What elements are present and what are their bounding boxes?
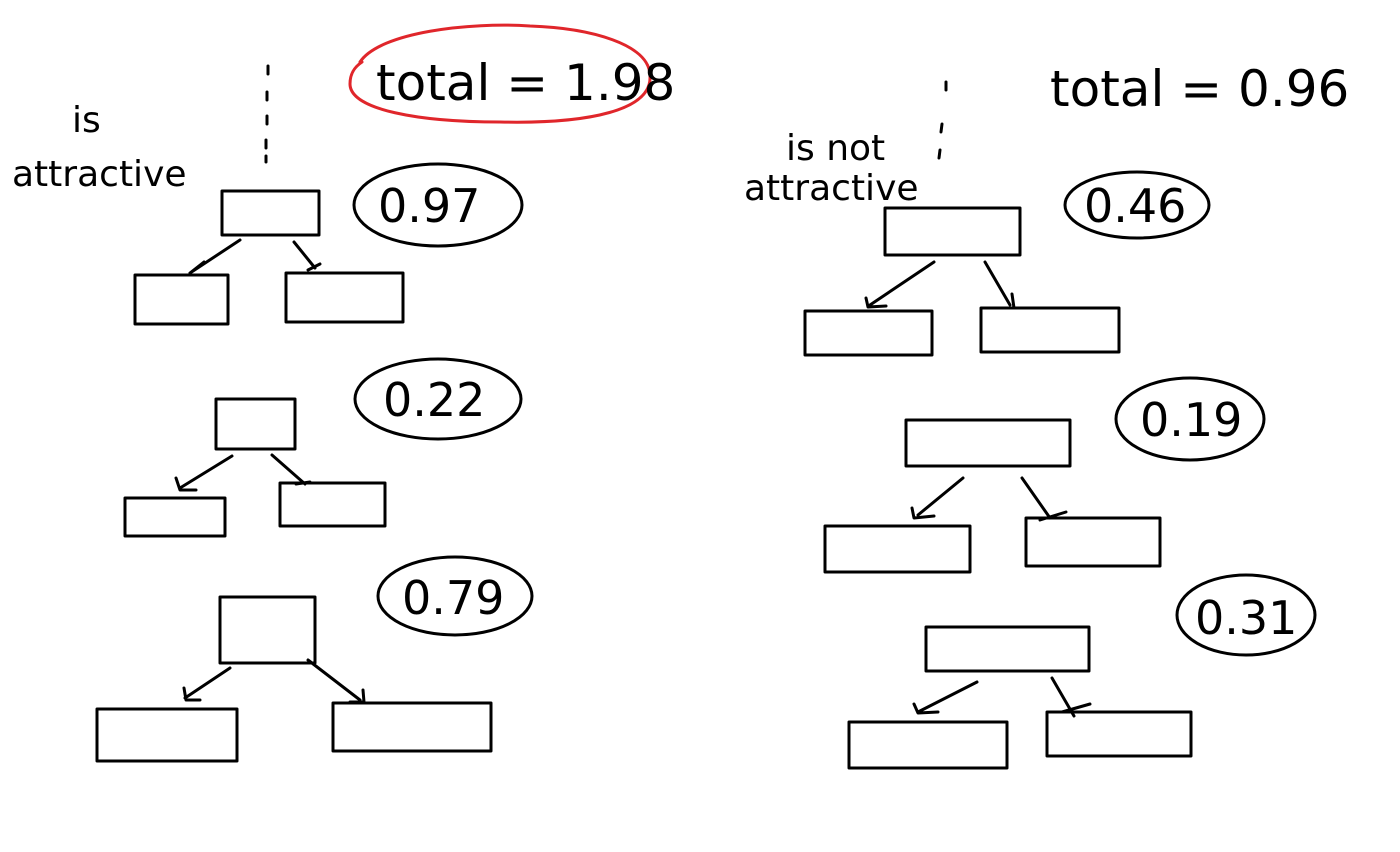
left-tree-2-score: 0.22 bbox=[383, 373, 485, 427]
tree-root-node bbox=[883, 206, 1022, 257]
right-tree-3: 0.31 bbox=[847, 573, 1317, 770]
tree-score-circle bbox=[1063, 170, 1211, 240]
right-tree-2: 0.19 bbox=[823, 376, 1266, 574]
left-label-line2: attractive bbox=[12, 154, 187, 195]
right-total: total = 0.96 bbox=[1050, 60, 1349, 118]
tree-score-circle bbox=[376, 555, 534, 637]
tree-leaf-node-right bbox=[284, 271, 405, 324]
tree-branch-left bbox=[182, 666, 232, 702]
tree-leaf-node-left bbox=[847, 720, 1009, 770]
tree-branch-right bbox=[270, 453, 312, 486]
tree-score-circle bbox=[353, 357, 523, 441]
right-tree-2-score: 0.19 bbox=[1140, 393, 1242, 447]
tree-branch-right bbox=[983, 260, 1016, 310]
tree-branch-right bbox=[292, 240, 322, 272]
tree-root-node bbox=[218, 595, 317, 665]
tree-branch-left bbox=[912, 680, 979, 715]
tree-branch-right bbox=[1020, 476, 1068, 522]
tree-branch-left bbox=[910, 476, 965, 520]
tree-branch-left bbox=[174, 454, 234, 492]
tree-leaf-node-right bbox=[979, 306, 1121, 354]
tree-root-node bbox=[924, 625, 1091, 673]
tree-leaf-node-right bbox=[331, 701, 493, 753]
left-tree-3-score: 0.79 bbox=[402, 571, 504, 625]
right-panel: is not attractive total = 0.96 0.46 bbox=[744, 60, 1349, 770]
tree-root-node bbox=[220, 189, 321, 237]
left-tree-2: 0.22 bbox=[123, 357, 523, 538]
right-total-text: total = 0.96 bbox=[1050, 60, 1349, 118]
left-continuation-dots bbox=[264, 64, 270, 164]
tree-leaf-node-left bbox=[95, 707, 239, 763]
left-total-text: total = 1.98 bbox=[376, 54, 675, 112]
left-total: total = 1.98 bbox=[348, 23, 675, 124]
tree-leaf-node-left bbox=[133, 273, 230, 326]
right-continuation-dots bbox=[937, 80, 948, 160]
tree-score-circle bbox=[1114, 376, 1266, 462]
right-tree-1-score: 0.46 bbox=[1084, 179, 1186, 233]
tree-leaf-node-right bbox=[1024, 516, 1162, 568]
tree-score-circle bbox=[1175, 573, 1317, 657]
tree-branch-left bbox=[188, 238, 242, 275]
left-panel: is attractive total = 1.98 0.97 bbox=[12, 23, 675, 763]
tree-root-node bbox=[904, 418, 1072, 468]
left-label-line1: is bbox=[72, 100, 101, 141]
tree-leaf-node-right bbox=[278, 481, 387, 528]
left-tree-3: 0.79 bbox=[95, 555, 534, 763]
right-label-line1: is not bbox=[786, 128, 885, 169]
right-tree-3-score: 0.31 bbox=[1195, 591, 1297, 645]
left-tree-1-score: 0.97 bbox=[378, 179, 480, 233]
right-label-line2: attractive bbox=[744, 168, 919, 209]
tree-leaf-node-left bbox=[803, 309, 934, 357]
tree-leaf-node-left bbox=[123, 496, 227, 538]
total-highlight-ellipse bbox=[348, 23, 652, 124]
right-tree-1: 0.46 bbox=[803, 170, 1211, 357]
tree-root-node bbox=[214, 397, 297, 451]
tree-branch-right bbox=[1050, 676, 1092, 718]
tree-branch-left bbox=[864, 260, 936, 309]
tree-branch-right bbox=[306, 658, 366, 704]
tree-leaf-node-left bbox=[823, 524, 972, 574]
left-tree-1: 0.97 bbox=[133, 162, 524, 326]
tree-leaf-node-right bbox=[1045, 710, 1193, 758]
tree-score-circle bbox=[352, 162, 524, 248]
